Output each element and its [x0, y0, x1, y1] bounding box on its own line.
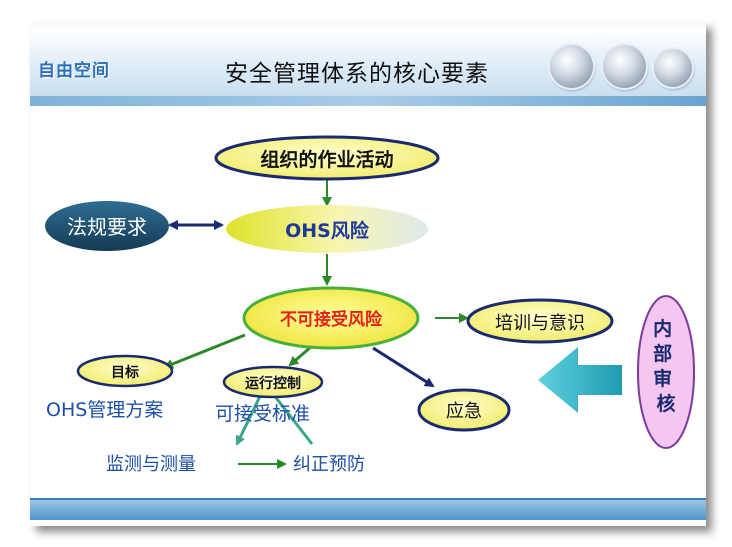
page-title: 安全管理体系的核心要素 — [225, 61, 489, 87]
label-ohs-program: OHS管理方案 — [46, 399, 163, 421]
node-regulations: 法规要求 — [67, 215, 147, 239]
line-control-to-corrective — [268, 389, 314, 445]
label-corrective: 纠正预防 — [293, 454, 365, 475]
audit-char-4: 核 — [656, 392, 675, 415]
logo: 自由空间 — [38, 61, 110, 81]
arrow-to-objectives — [163, 333, 246, 369]
node-unacceptable-risk: 不可接受风险 — [280, 309, 383, 330]
arrow-control-to-monitoring — [235, 389, 265, 446]
node-operation-control-shape — [222, 365, 324, 399]
audit-arrow-icon — [538, 347, 622, 413]
node-objectives: 目标 — [111, 364, 139, 381]
node-emergency-shape — [417, 388, 511, 432]
node-org-activities-shape — [214, 135, 440, 181]
node-unacceptable-risk-shape — [242, 286, 420, 350]
audit-char-1: 内 — [653, 317, 672, 340]
node-training: 培训与意识 — [495, 313, 585, 334]
footer-line — [30, 498, 706, 500]
header-bar: 自由空间 安全管理体系的核心要素 — [30, 22, 706, 106]
audit-char-3: 审 — [653, 367, 672, 390]
node-training-shape — [466, 298, 614, 344]
node-operation-control: 运行控制 — [245, 375, 301, 392]
node-regulations-shape — [45, 201, 169, 251]
diagram-canvas: 组织的作业活动 法规要求 OHS风险 不可接受风险 培训与意识 内 部 审 核 … — [45, 135, 695, 475]
label-acceptable-standard: 可接受标准 — [215, 403, 310, 425]
node-ohs-risk-shape — [226, 205, 428, 253]
node-internal-audit: 内 部 审 核 — [653, 317, 679, 415]
node-org-activities: 组织的作业活动 — [260, 148, 393, 171]
node-ohs-risk: OHS风险 — [285, 219, 370, 242]
audit-char-2: 部 — [653, 342, 672, 365]
footer-bar — [30, 500, 706, 520]
node-objectives-shape — [76, 354, 174, 388]
photo-power-tower-1-icon — [550, 45, 593, 88]
photo-satellite-icon — [654, 49, 692, 87]
photo-power-tower-2-icon — [603, 45, 646, 88]
label-monitoring: 监测与测量 — [106, 454, 196, 475]
node-internal-audit-shape — [637, 295, 695, 449]
node-emergency: 应急 — [446, 401, 482, 422]
slide: 自由空间 安全管理体系的核心要素 — [30, 22, 706, 526]
header-band — [30, 96, 706, 106]
arrow-to-operation-control — [288, 344, 313, 367]
arrow-to-emergency — [372, 346, 435, 388]
